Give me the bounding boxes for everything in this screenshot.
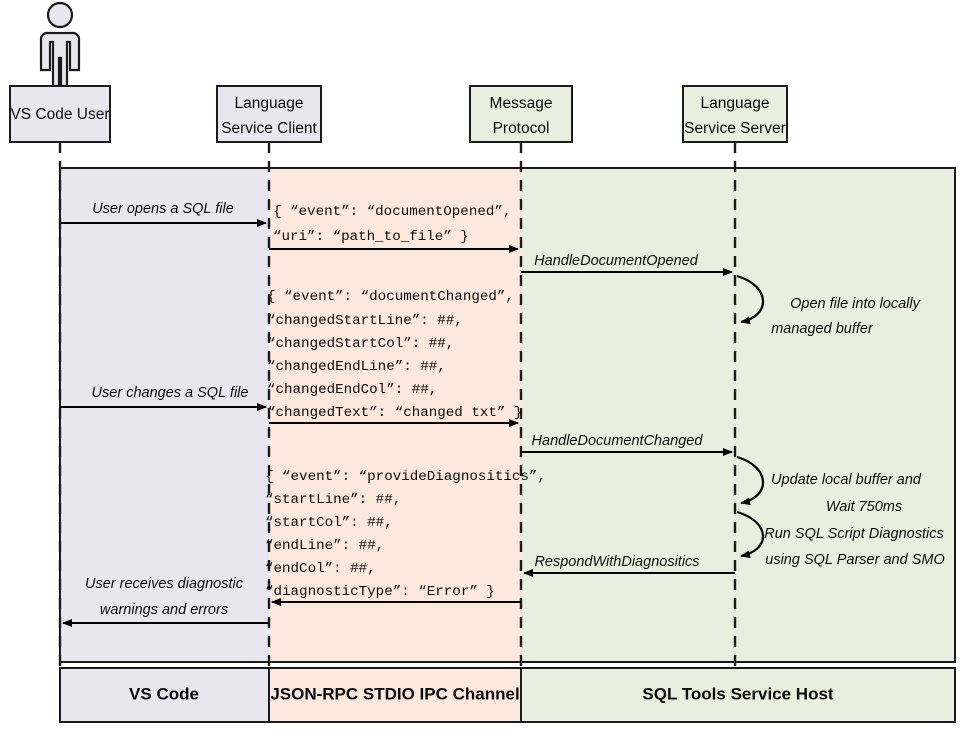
label-handle-document-opened: HandleDocumentOpened (534, 253, 699, 269)
footer-label-host: SQL Tools Service Host (642, 684, 833, 703)
head-label-language-client-line1: Language (235, 95, 304, 112)
payload-document-opened: { “event”: “documentOpened”, “uri”: “pat… (273, 204, 511, 245)
label-respond-with-diagnostics: RespondWithDiagnositics (534, 554, 699, 570)
label-user-changes-file: User changes a SQL file (92, 385, 249, 401)
self-loops: Open file into locally managed buffer Up… (736, 274, 945, 568)
payload-document-changed-line-1: “changedStartLine”: ##, (267, 313, 463, 329)
band-vscode (60, 168, 269, 662)
head-label-message-protocol-line1: Message (490, 95, 553, 112)
head-label-message-protocol-line2: Protocol (493, 120, 550, 137)
footer-band-vscode (60, 668, 269, 722)
payload-document-changed-line-3: “changedEndLine”: ##, (267, 359, 446, 375)
payload-provide-diagnostics-line-1: “startLine”: ##, (265, 492, 401, 508)
label-handle-document-changed: HandleDocumentChanged (532, 433, 704, 449)
head-label-language-server-line2: Service Server (684, 120, 786, 137)
footer-band-ipc (269, 668, 521, 722)
head-box-language-client[interactable] (216, 85, 322, 143)
payload-provide-diagnostics-line-5: “diagnosticType”: “Error” } (265, 584, 495, 600)
payload-provide-diagnostics-line-0: { “event”: “provideDiagnositics”, (265, 469, 546, 485)
payload-document-opened-line-0: { “event”: “documentOpened”, (273, 204, 511, 220)
note-open-file-line1: Open file into locally (790, 296, 921, 312)
label-user-receives-diagnostics-line2: warnings and errors (100, 602, 228, 618)
message-arrows: User opens a SQL file HandleDocumentOpen… (60, 201, 735, 627)
payload-document-opened-line-1: “uri”: “path_to_file” } (273, 229, 469, 245)
footer-band-host (521, 668, 955, 722)
payload-document-changed-line-4: “changedEndCol”: ##, (267, 382, 437, 398)
person-head-icon (46, 1, 74, 29)
self-loop-open-file[interactable] (736, 274, 765, 325)
note-update-buffer-line2: Wait 750ms (826, 499, 902, 515)
payload-document-changed-line-2: “changedStartCol”: ##, (267, 336, 454, 352)
head-box-language-server[interactable] (682, 85, 788, 143)
swimlane-bands (59, 167, 956, 663)
note-open-file-line2: managed buffer (771, 321, 874, 337)
payload-document-changed-line-5: “changedText”: “changed txt” } (267, 405, 522, 421)
person-body-icon (39, 31, 81, 88)
label-user-receives-diagnostics-line1: User receives diagnostic (85, 576, 244, 592)
participant-heads: VS Code User Language Service Client Mes… (9, 85, 788, 143)
note-run-diagnostics-line1: Run SQL Script Diagnostics (764, 526, 943, 542)
note-update-buffer-line1: Update local buffer and (771, 472, 922, 488)
payload-provide-diagnostics-line-2: “startCol”: ##, (265, 515, 393, 531)
band-host (521, 168, 955, 662)
note-run-diagnostics-line2: using SQL Parser and SMO (765, 552, 944, 568)
payload-provide-diagnostics-line-4: “endCol”: ##, (265, 561, 376, 577)
footer-outline-host (520, 667, 956, 723)
lifelines (58, 142, 737, 668)
payload-document-changed: { “event”: “documentChanged”, “changedSt… (267, 289, 522, 421)
footer-label-ipc: JSON-RPC STDIO IPC Channel (270, 684, 519, 703)
head-label-language-server-line1: Language (701, 95, 770, 112)
label-user-opens-file: User opens a SQL file (92, 201, 234, 217)
band-ipc (269, 168, 521, 662)
payload-provide-diagnostics-line-3: “endLine”: ##, (265, 538, 384, 554)
footer-bands: VS Code JSON-RPC STDIO IPC Channel SQL T… (59, 667, 956, 723)
payload-provide-diagnostics: { “event”: “provideDiagnositics”, “start… (265, 469, 546, 600)
footer-label-vscode: VS Code (129, 684, 199, 703)
head-label-language-client-line2: Service Client (221, 120, 317, 137)
payload-document-changed-line-0: { “event”: “documentChanged”, (267, 289, 514, 305)
head-label-vscode-user-line1: VS Code User (10, 106, 109, 123)
self-loop-update-buffer[interactable] (736, 455, 765, 506)
head-box-vscode-user[interactable] (9, 85, 111, 143)
actor-figure (39, 1, 81, 88)
self-loop-run-diagnostics[interactable] (736, 510, 765, 559)
